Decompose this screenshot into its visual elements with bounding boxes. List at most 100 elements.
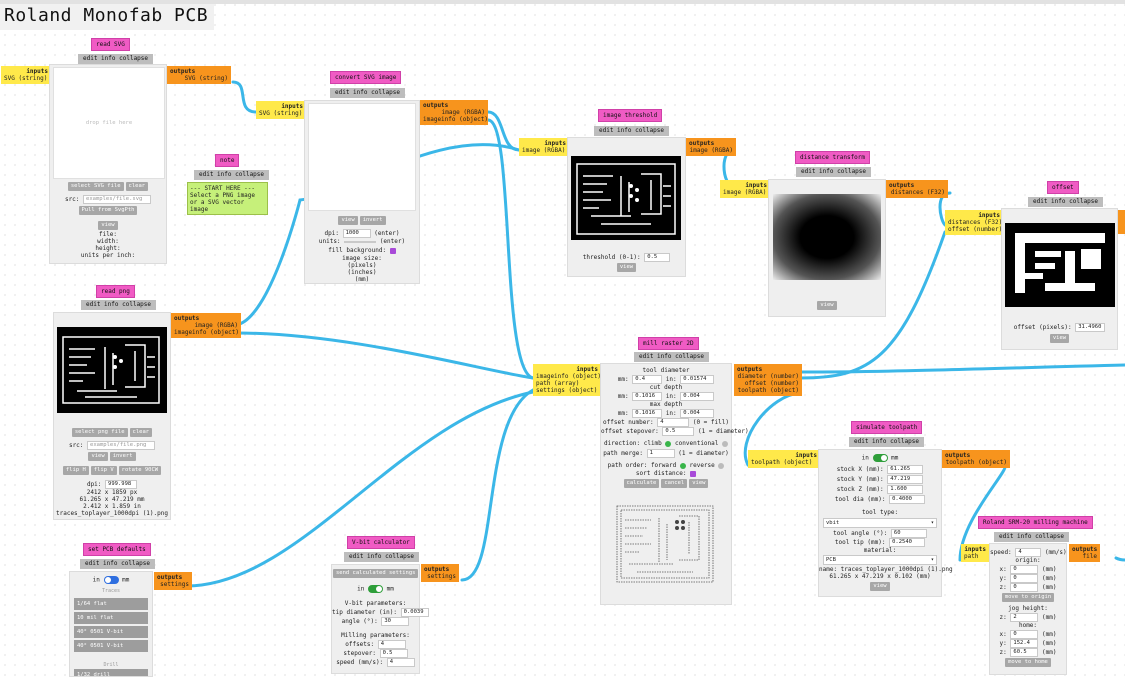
output-offset[interactable]: offset (number): [744, 380, 799, 387]
stock-y-input[interactable]: 47.219: [887, 475, 924, 484]
climb-radio[interactable]: [665, 440, 672, 447]
outputs-port[interactable]: outputs image (RGBA) imageinfo (object): [171, 313, 241, 338]
src-input[interactable]: examples/file.png: [87, 441, 156, 450]
jog-z-input[interactable]: 2: [1010, 613, 1039, 622]
view-button[interactable]: view: [616, 263, 637, 272]
preset-1-64-flat[interactable]: 1/64 flat: [74, 598, 148, 610]
input-path[interactable]: path: [964, 553, 979, 560]
outputs-port[interactable]: outputs distances (F32): [886, 180, 948, 198]
inputs-port[interactable]: inputs distances (F32) offset (number): [945, 210, 1003, 235]
input-image[interactable]: image (RGBA): [522, 147, 566, 154]
input-image[interactable]: image (RGBA): [723, 189, 767, 196]
output-image[interactable]: image (RGBA): [689, 147, 733, 154]
max-depth-in-input[interactable]: 0.004: [680, 409, 715, 418]
module-controls[interactable]: edit info collapse: [78, 54, 154, 64]
outputs-port[interactable]: outputs settings: [154, 572, 192, 590]
inputs-port[interactable]: inputs imageinfo (object) path (array) s…: [533, 364, 601, 396]
module-controls[interactable]: edit info collapse: [796, 167, 872, 177]
inputs-port[interactable]: inputs SVG (string): [1, 66, 51, 84]
view-button[interactable]: view: [870, 582, 890, 591]
angle-input[interactable]: 30: [381, 617, 410, 626]
input-settings[interactable]: settings (object): [536, 387, 598, 394]
move-to-origin-button[interactable]: move to origin: [1001, 593, 1055, 602]
tool-dia-input[interactable]: 0.4000: [889, 495, 926, 504]
outputs-port[interactable]: outputs file: [1069, 544, 1100, 562]
output-imageinfo[interactable]: imageinfo (object): [423, 116, 489, 123]
stock-z-input[interactable]: 1.600: [887, 485, 924, 494]
units-toggle[interactable]: [368, 585, 383, 593]
module-title[interactable]: V-bit calculator: [347, 536, 415, 549]
origin-x-input[interactable]: 0: [1010, 565, 1039, 574]
tool-diameter-in-input[interactable]: 0.01574: [680, 375, 715, 384]
inputs-port[interactable]: inputs SVG (string): [256, 101, 306, 119]
home-x-input[interactable]: 0: [1010, 630, 1039, 639]
offset-number-input[interactable]: 4: [657, 418, 690, 427]
module-controls[interactable]: edit info collapse: [330, 88, 406, 98]
input-distances[interactable]: distances (F32): [948, 219, 1003, 226]
preset-1-32-drill[interactable]: 1/32 drill: [74, 669, 148, 676]
view-button[interactable]: view: [817, 301, 837, 310]
src-input[interactable]: examples/file.svg: [83, 195, 152, 204]
path-merge-input[interactable]: 1: [646, 449, 675, 458]
offsets-input[interactable]: 4: [377, 640, 406, 649]
output-toolpath[interactable]: toolpath (object): [945, 459, 1007, 466]
module-title[interactable]: offset: [1047, 181, 1079, 194]
forward-radio[interactable]: [679, 462, 686, 469]
outputs-port[interactable]: outputs image (RGBA): [686, 138, 736, 156]
output-diameter[interactable]: diameter (number): [737, 373, 799, 380]
material-select[interactable]: PCB: [823, 555, 937, 565]
units-toggle[interactable]: [103, 576, 119, 584]
module-controls[interactable]: edit info collapse: [634, 352, 710, 362]
input-svg[interactable]: SVG (string): [259, 110, 303, 117]
reverse-radio[interactable]: [718, 462, 725, 469]
output-settings[interactable]: settings: [160, 581, 189, 588]
module-title[interactable]: set PCB defaults: [83, 543, 151, 556]
max-depth-mm-input[interactable]: 0.1016: [632, 409, 663, 418]
outputs-port[interactable]: [1118, 210, 1125, 234]
preset-10-mil-flat[interactable]: 10 mil flat: [74, 612, 148, 624]
home-y-input[interactable]: 152.4: [1010, 639, 1039, 648]
outputs-port[interactable]: outputs toolpath (object): [942, 450, 1010, 468]
view-button[interactable]: view: [88, 452, 108, 461]
module-title[interactable]: convert SVG image: [330, 71, 402, 84]
inputs-port[interactable]: inputs image (RGBA): [720, 180, 770, 198]
units-input[interactable]: [344, 240, 377, 243]
outputs-port[interactable]: outputs settings: [421, 564, 459, 582]
output-file[interactable]: file: [1082, 553, 1097, 560]
flip-v-button[interactable]: flip V: [90, 466, 117, 475]
threshold-input[interactable]: 0.5: [644, 253, 671, 262]
conventional-radio[interactable]: [722, 440, 729, 447]
module-title[interactable]: Roland SRM-20 milling machine: [978, 516, 1093, 529]
drop-zone[interactable]: drop file here: [53, 67, 165, 179]
origin-y-input[interactable]: 0: [1010, 574, 1039, 583]
preset-40-vbit-b[interactable]: 40° 0501 V-bit: [74, 640, 148, 652]
tool-diameter-mm-input[interactable]: 0.4: [632, 375, 663, 384]
module-controls[interactable]: edit info collapse: [81, 300, 157, 310]
module-controls[interactable]: edit info collapse: [849, 437, 925, 447]
move-to-home-button[interactable]: move to home: [1005, 658, 1051, 667]
output-svg[interactable]: SVG (string): [184, 75, 228, 82]
module-title[interactable]: read SVG: [91, 38, 130, 51]
input-offset[interactable]: offset (number): [948, 226, 1003, 233]
input-svg[interactable]: SVG (string): [4, 75, 48, 82]
view-button[interactable]: view: [338, 216, 358, 225]
module-controls[interactable]: edit info collapse: [1028, 197, 1104, 207]
speed-input[interactable]: 4: [386, 658, 415, 667]
stepover-input[interactable]: 0.5: [379, 649, 408, 658]
inputs-port[interactable]: inputs image (RGBA): [519, 138, 569, 156]
output-toolpath[interactable]: toolpath (object): [737, 387, 799, 394]
send-settings-button[interactable]: send calculated settings: [333, 569, 419, 578]
clear-button[interactable]: clear: [125, 182, 149, 191]
calculate-button[interactable]: calculate: [623, 479, 660, 488]
module-controls[interactable]: edit info collapse: [80, 559, 156, 569]
module-title[interactable]: read png: [96, 285, 135, 298]
preset-40-vbit-a[interactable]: 40° 0501 V-bit: [74, 626, 148, 638]
pull-button[interactable]: Pull from SvgPth: [78, 206, 138, 215]
output-distances[interactable]: distances (F32): [890, 189, 945, 196]
inputs-port[interactable]: inputs path: [961, 544, 989, 562]
cancel-button[interactable]: cancel: [661, 479, 688, 488]
sort-distance-checkbox[interactable]: [690, 470, 697, 477]
inputs-port[interactable]: inputs toolpath (object): [748, 450, 820, 468]
stock-x-input[interactable]: 61.265: [887, 465, 924, 474]
view-button[interactable]: view: [98, 221, 118, 230]
